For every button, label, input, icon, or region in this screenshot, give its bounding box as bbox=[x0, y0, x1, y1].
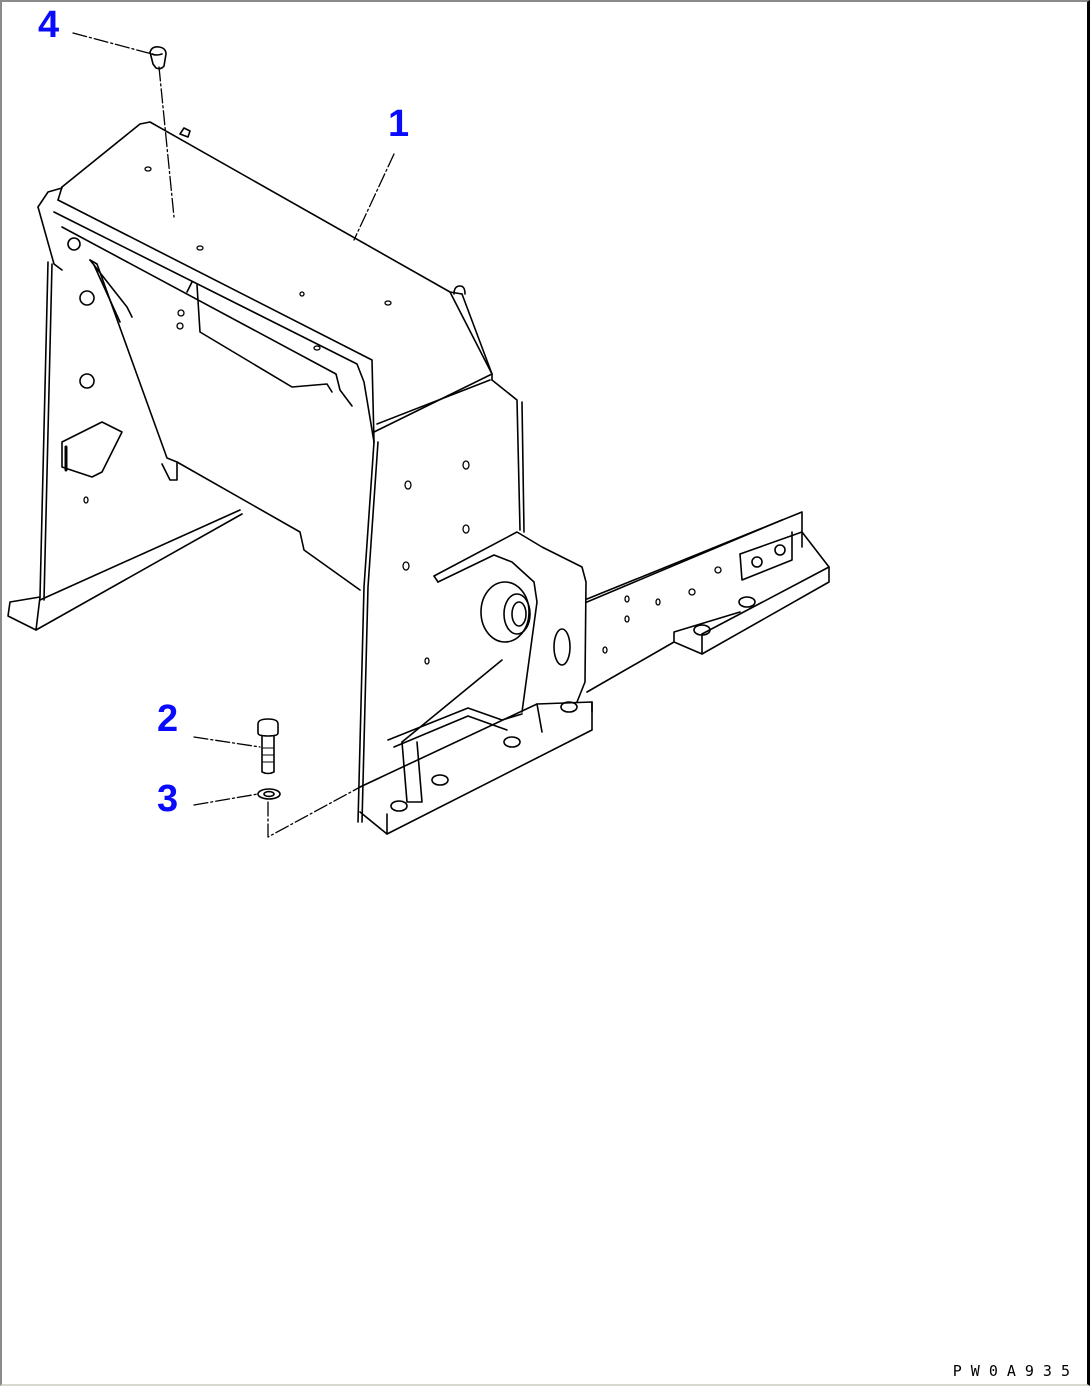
callout-3[interactable]: 3 bbox=[157, 778, 179, 820]
cap-part bbox=[149, 46, 167, 70]
callout-2[interactable]: 2 bbox=[157, 698, 179, 740]
drawing-code: PW0A935 bbox=[952, 1362, 1079, 1380]
mounting-holes bbox=[83, 166, 722, 665]
bolt-part bbox=[257, 718, 279, 775]
callout-1[interactable]: 1 bbox=[388, 103, 410, 145]
callout-4[interactable]: 4 bbox=[38, 4, 60, 46]
leader-lines bbox=[72, 32, 395, 838]
main-frame-part bbox=[7, 121, 830, 835]
washer-part bbox=[257, 788, 281, 800]
